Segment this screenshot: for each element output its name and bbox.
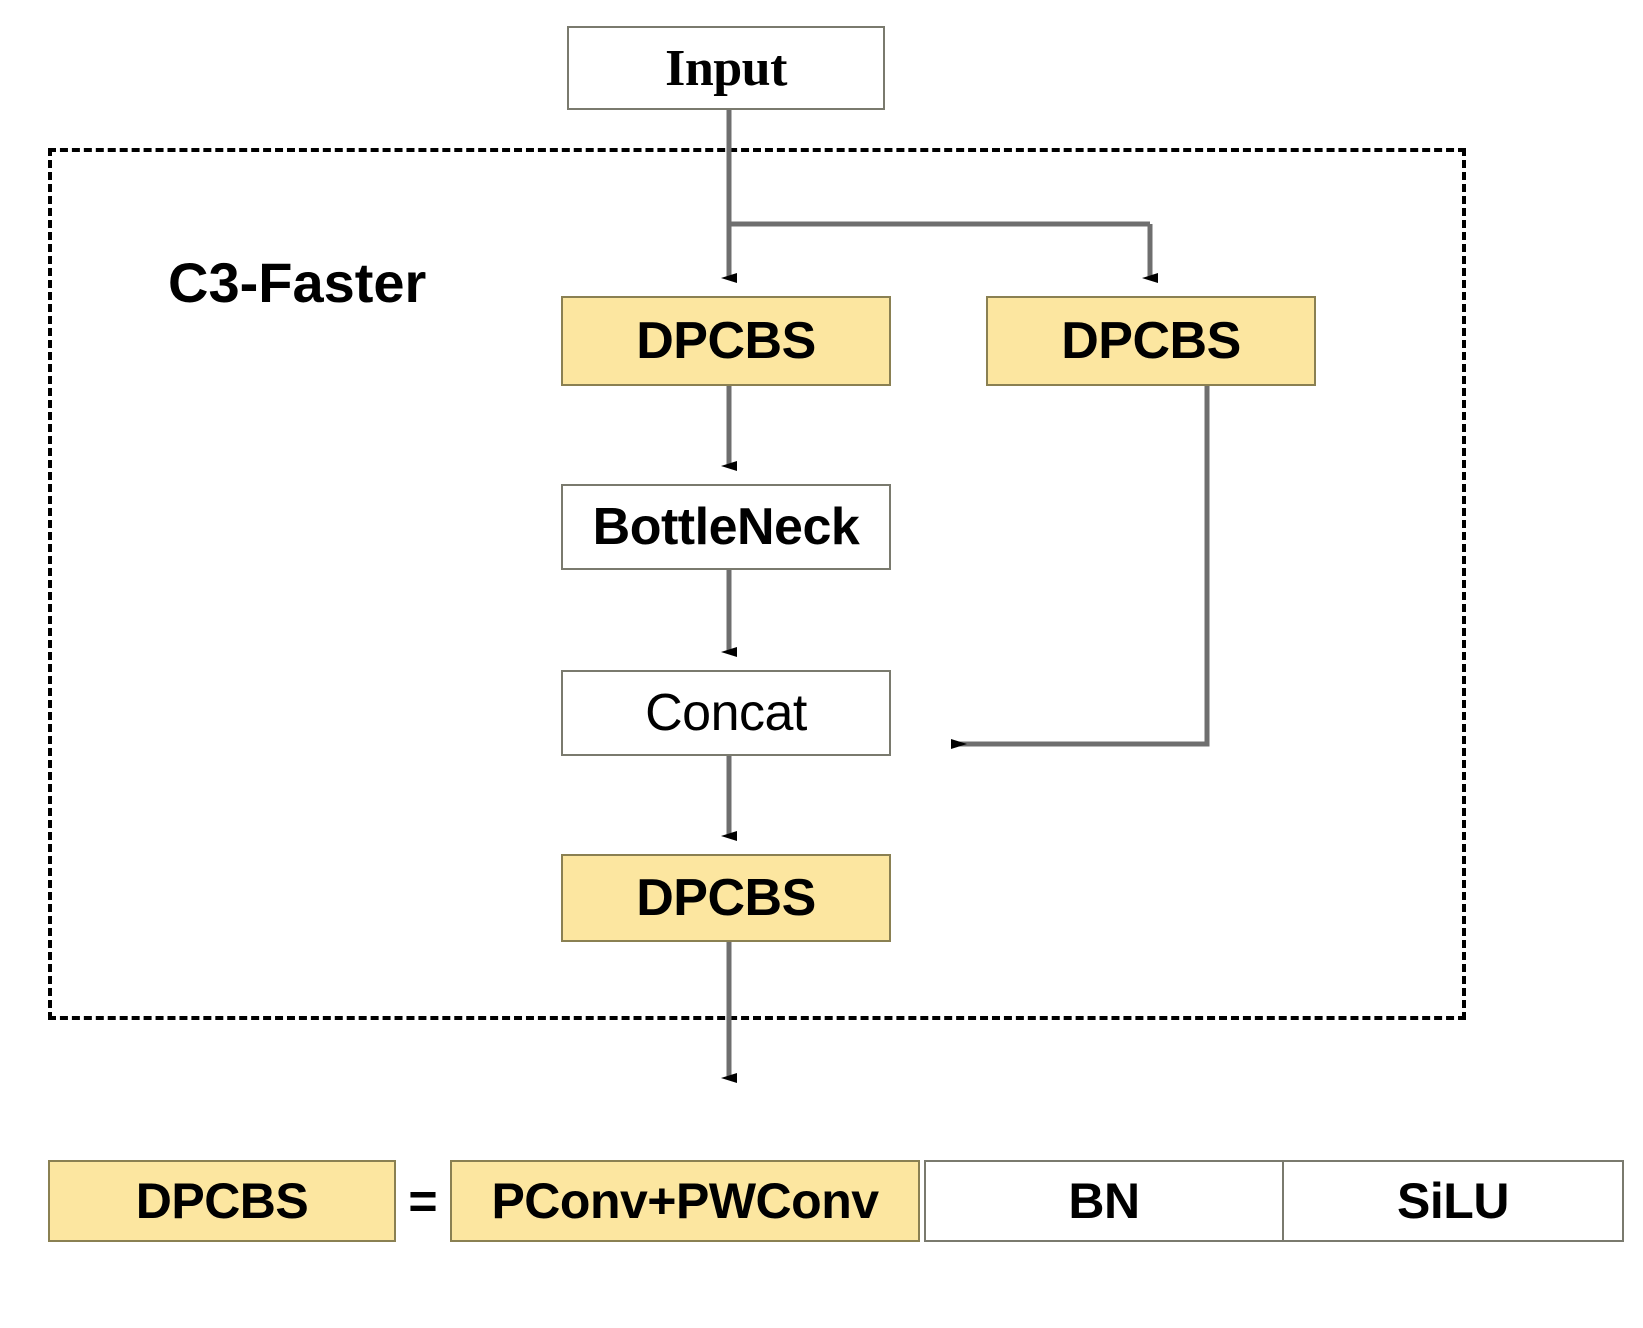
c3-faster-group-box	[48, 148, 1466, 1020]
legend-key-dpcbs[interactable]: DPCBS	[48, 1160, 396, 1242]
legend-item-pconv-pwconv[interactable]: PConv+PWConv	[450, 1160, 920, 1242]
node-bottleneck[interactable]: BottleNeck	[561, 484, 891, 570]
node-concat[interactable]: Concat	[561, 670, 891, 756]
legend-item-bn[interactable]: BN	[924, 1160, 1284, 1242]
node-dpcbs-left[interactable]: DPCBS	[561, 296, 891, 386]
c3-faster-group-label: C3-Faster	[168, 251, 427, 314]
legend-item-silu[interactable]: SiLU	[1282, 1160, 1624, 1242]
node-dpcbs-bottom[interactable]: DPCBS	[561, 854, 891, 942]
node-input[interactable]: Input	[567, 26, 885, 110]
legend-equals-sign: =	[408, 1173, 438, 1229]
node-dpcbs-right[interactable]: DPCBS	[986, 296, 1316, 386]
